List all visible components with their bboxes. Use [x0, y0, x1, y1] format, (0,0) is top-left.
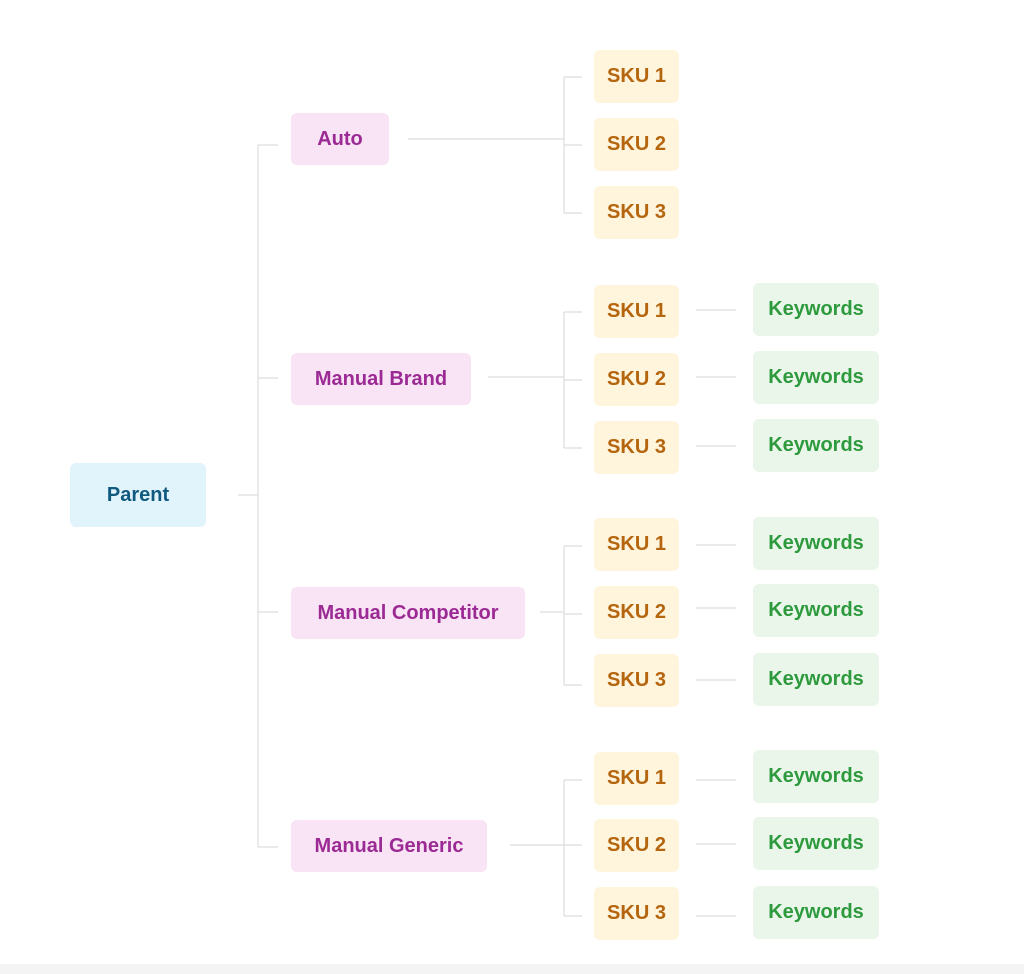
sku-node: SKU 3 [594, 887, 679, 940]
sku-node: SKU 1 [594, 518, 679, 571]
sku-node: SKU 2 [594, 118, 679, 171]
campaign-node-manual-competitor: Manual Competitor [291, 587, 525, 639]
sku-node: SKU 2 [594, 586, 679, 639]
sku-node: SKU 3 [594, 654, 679, 707]
campaign-node-auto: Auto [291, 113, 389, 165]
keyword-node: Keywords [753, 283, 879, 336]
parent-node: Parent [70, 463, 206, 527]
campaign-node-manual-brand: Manual Brand [291, 353, 471, 405]
keyword-node: Keywords [753, 750, 879, 803]
sku-node: SKU 3 [594, 421, 679, 474]
keyword-node: Keywords [753, 419, 879, 472]
keyword-node: Keywords [753, 653, 879, 706]
bottom-band [0, 964, 1024, 974]
keyword-node: Keywords [753, 584, 879, 637]
keyword-node: Keywords [753, 351, 879, 404]
sku-node: SKU 1 [594, 285, 679, 338]
sku-node: SKU 1 [594, 50, 679, 103]
sku-node: SKU 1 [594, 752, 679, 805]
keyword-node: Keywords [753, 886, 879, 939]
sku-node: SKU 2 [594, 819, 679, 872]
keyword-node: Keywords [753, 517, 879, 570]
campaign-node-manual-generic: Manual Generic [291, 820, 487, 872]
keyword-node: Keywords [753, 817, 879, 870]
sku-node: SKU 2 [594, 353, 679, 406]
sku-node: SKU 3 [594, 186, 679, 239]
